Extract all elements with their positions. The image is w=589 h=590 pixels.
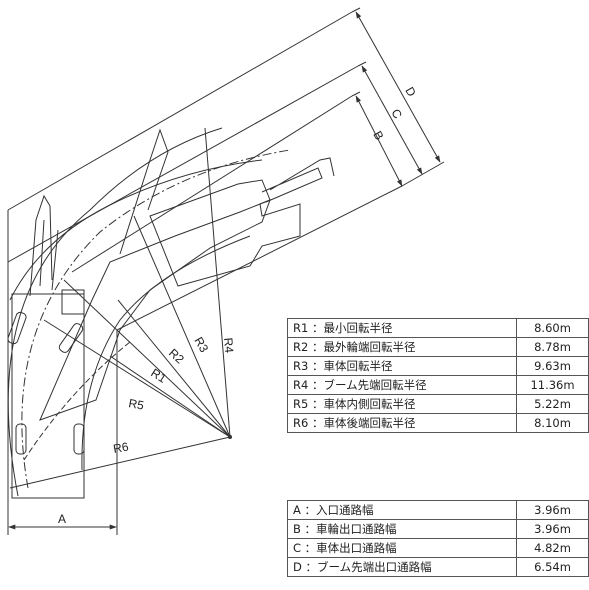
table-row: B ：車輪出口通路幅 3.96m <box>287 519 589 539</box>
turning-center <box>228 435 232 439</box>
label-r6: R6 <box>112 439 130 456</box>
row-label: R1 ：最小回転半径 <box>287 318 517 338</box>
table-row: R3 ：車体回転半径 9.63m <box>287 356 589 376</box>
ext-d-top <box>351 7 361 13</box>
exit-line-c <box>7 65 359 263</box>
row-label: R5 ：車体内側回転半径 <box>287 394 517 414</box>
row-label: B ：車輪出口通路幅 <box>287 519 517 539</box>
row-value: 6.54m <box>516 557 589 577</box>
row-value: 9.63m <box>516 356 589 376</box>
arc-inner <box>81 235 251 471</box>
table-row: A ：入口通路幅 3.96m <box>287 500 589 520</box>
row-value: 11.36m <box>516 375 589 395</box>
row-label: R4 ：ブーム先端回転半径 <box>287 375 517 395</box>
label-d: D <box>402 85 419 100</box>
label-r5: R5 <box>127 396 145 413</box>
table-row: R2 ：最外輪端回転半径 8.78m <box>287 337 589 357</box>
label-r1: R1 <box>148 366 169 386</box>
dim-d <box>355 11 441 163</box>
label-a: A <box>58 512 66 526</box>
ext-c-top <box>357 61 367 67</box>
row-label: A ：入口通路幅 <box>287 500 517 520</box>
exit-line-d <box>7 11 353 211</box>
row-label: R3 ：車体回転半径 <box>287 356 517 376</box>
row-label: D ：ブーム先端出口通路幅 <box>287 557 517 577</box>
arc-body <box>9 159 263 301</box>
row-value: 8.10m <box>516 413 589 433</box>
turning-radius-table: R1 ：最小回転半径 8.60m R2 ：最外輪端回転半径 8.78m R3 ：… <box>287 318 589 433</box>
boom-turning <box>119 128 169 255</box>
row-value: 8.78m <box>516 337 589 357</box>
table-row: C ：車体出口通路幅 4.82m <box>287 538 589 558</box>
table-row: R5 ：車体内側回転半径 5.22m <box>287 394 589 414</box>
row-label: C ：車体出口通路幅 <box>287 538 517 558</box>
label-r3: R3 <box>191 335 211 356</box>
exit-line-inner <box>116 185 403 331</box>
truck-body-entry <box>11 293 85 499</box>
table-row: D ：ブーム先端出口通路幅 6.54m <box>287 557 589 577</box>
ext-d-bottom <box>401 161 445 187</box>
radius-lines <box>9 127 231 489</box>
row-value: 8.60m <box>516 318 589 338</box>
dim-b <box>355 95 403 187</box>
label-r4: R4 <box>221 337 236 354</box>
boom-exit <box>261 157 335 203</box>
table-row: R1 ：最小回転半径 8.60m <box>287 318 589 338</box>
passage-width-table: A ：入口通路幅 3.96m B ：車輪出口通路幅 3.96m C ：車体出口通… <box>287 500 589 577</box>
label-r2: R2 <box>166 346 187 367</box>
row-label: R2 ：最外輪端回転半径 <box>287 337 517 357</box>
table-row: R6 ：車体後端回転半径 8.10m <box>287 413 589 433</box>
wheel-rear-right <box>58 323 84 353</box>
row-label: R6 ：車体後端回転半径 <box>287 413 517 433</box>
row-value: 3.96m <box>516 519 589 539</box>
wheel-front-right <box>73 423 85 455</box>
row-value: 5.22m <box>516 394 589 414</box>
row-value: 4.82m <box>516 538 589 558</box>
wheel-front-left <box>15 423 27 455</box>
table-row: R4 ：ブーム先端回転半径 11.36m <box>287 375 589 395</box>
truck-cab-entry <box>61 289 85 315</box>
wheel-rear-left <box>7 311 27 345</box>
exit-line-b <box>71 95 353 273</box>
boom-entry <box>29 194 59 297</box>
truck-body-exit <box>149 179 301 287</box>
truck-body-turning <box>39 199 271 421</box>
arc-outer-wheel <box>21 149 291 489</box>
dim-c <box>361 65 423 175</box>
row-value: 3.96m <box>516 500 589 520</box>
label-c: C <box>388 107 405 122</box>
arc-rear <box>23 341 131 461</box>
ext-b-top <box>351 91 361 97</box>
